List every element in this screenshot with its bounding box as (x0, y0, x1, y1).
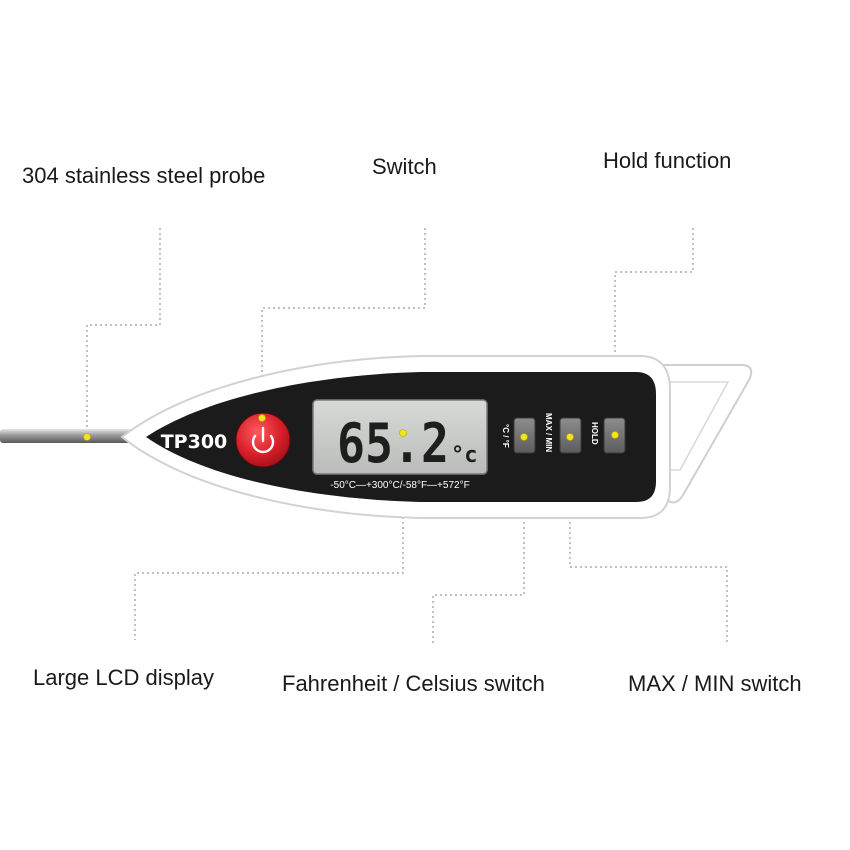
temperature-range: -50°C—+300°C/-58°F—+572°F (330, 480, 469, 491)
callout-markers (83, 414, 619, 441)
maxmin-callout-label: MAX / MIN switch (628, 671, 802, 696)
hold-leader-line (614, 225, 694, 432)
power-icon (251, 426, 275, 454)
lcd-unit: °c (451, 443, 478, 468)
cf-marker (520, 433, 528, 441)
fc-switch-callout-label: Fahrenheit / Celsius switch (282, 671, 545, 696)
maxmin-marker (566, 433, 574, 441)
lcd-marker (399, 429, 407, 437)
model-label: TP300 (161, 431, 228, 453)
switch-leader-line (261, 225, 426, 417)
power-button[interactable] (235, 412, 291, 468)
probe-marker (83, 433, 91, 441)
lcd-display (312, 399, 488, 475)
hold-marker (611, 431, 619, 439)
cf-button-label: °C / °F (501, 424, 510, 448)
maxmin-button-label: MAX / MIN (544, 413, 553, 452)
probe-rod (0, 429, 140, 443)
switch-callout-label: Switch (372, 154, 437, 179)
hold-callout-label: Hold function (603, 148, 732, 173)
lcd-callout-label: Large LCD display (33, 665, 214, 690)
switch-marker (258, 414, 266, 422)
probe-leader-line (86, 225, 161, 437)
lcd-reading: 65.2 (337, 412, 449, 475)
probe-callout-label: 304 stainless steel probe (22, 163, 266, 188)
hold-button-label: HOLD (590, 422, 599, 445)
